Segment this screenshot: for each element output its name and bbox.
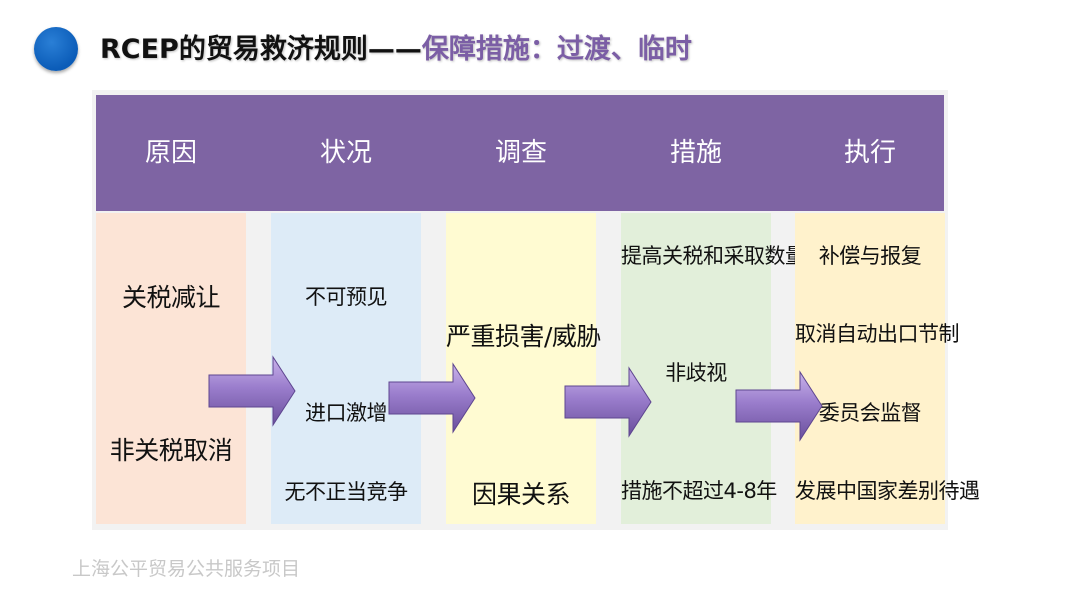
list-item: 因果关系 bbox=[471, 480, 571, 509]
header-cause: 原因 bbox=[144, 138, 197, 168]
page-title: RCEP的贸易救济规则——保障措施：过渡、临时 bbox=[100, 28, 692, 72]
list-item: 提高关税和采取数量 bbox=[621, 244, 806, 268]
list-item: 关税减让 bbox=[121, 283, 221, 312]
header-situation: 状况 bbox=[319, 138, 372, 168]
list-item: 进口激增 bbox=[305, 401, 388, 425]
list-item: 委员会监督 bbox=[818, 401, 922, 425]
list-item: 非关税取消 bbox=[109, 436, 233, 465]
list-item: 严重损害/威胁 bbox=[446, 322, 601, 351]
flow-arrow-icon bbox=[208, 355, 296, 427]
header-execution: 执行 bbox=[843, 138, 896, 168]
flow-header: 原因 状况 调查 措施 执行 bbox=[96, 95, 944, 211]
page-title-highlight: 保障措施：过渡、临时 bbox=[421, 34, 692, 65]
list-item: 取消自动出口节制 bbox=[795, 322, 960, 346]
column-cause: 关税减让 非关税取消 bbox=[96, 213, 246, 524]
footer-text: 上海公平贸易公共服务项目 bbox=[72, 558, 301, 580]
list-item: 措施不超过4-8年 bbox=[621, 479, 777, 503]
column-investigation: 严重损害/威胁 因果关系 bbox=[446, 213, 601, 524]
title-bullet bbox=[34, 27, 78, 71]
list-item: 非歧视 bbox=[665, 361, 727, 385]
header-investigation: 调查 bbox=[494, 138, 547, 168]
flow-arrow-icon bbox=[735, 370, 823, 442]
column-situation: 不可预见 进口激增 无不正当竞争 bbox=[271, 213, 421, 524]
flow-arrow-icon bbox=[564, 366, 652, 438]
flow-arrow-icon bbox=[388, 362, 476, 434]
list-item: 不可预见 bbox=[305, 285, 388, 309]
header-measures: 措施 bbox=[669, 138, 722, 168]
list-item: 发展中国家差别待遇 bbox=[795, 479, 980, 503]
list-item: 补偿与报复 bbox=[818, 244, 922, 268]
list-item: 无不正当竞争 bbox=[284, 480, 409, 504]
column-measures: 提高关税和采取数量 非歧视 措施不超过4-8年 bbox=[621, 213, 806, 524]
column-execution: 补偿与报复 取消自动出口节制 委员会监督 发展中国家差别待遇 bbox=[795, 213, 980, 524]
page-title-main: RCEP的贸易救济规则—— bbox=[100, 34, 422, 65]
